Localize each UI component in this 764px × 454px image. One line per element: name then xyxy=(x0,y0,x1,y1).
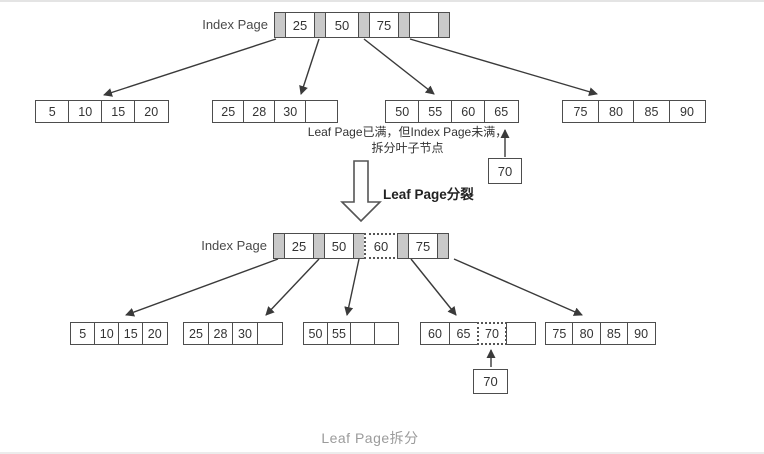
arrow-top-index-to-leaf2 xyxy=(299,38,320,95)
leaf-key-cell: 65 xyxy=(448,322,479,345)
leaf-key-cell: 55 xyxy=(326,322,352,345)
arrow-top-index-to-leaf3 xyxy=(363,38,435,95)
leaf-key-cell: 5 xyxy=(70,322,96,345)
pointer-slot xyxy=(437,233,449,259)
bottom-leaf-page-4: 60 65 70 xyxy=(420,322,536,345)
arrow-bottom-index-to-leaf1 xyxy=(125,258,279,317)
top-index-page-row: 25 50 75 xyxy=(274,12,450,38)
leaf-key-cell: 90 xyxy=(668,100,706,123)
leaf-key-cell: 55 xyxy=(418,100,453,123)
bottom-index-page-label: Index Page xyxy=(201,238,267,253)
leaf-key-cell-empty xyxy=(505,322,536,345)
index-key-cell: 25 xyxy=(283,233,315,259)
top-divider xyxy=(0,0,764,2)
top-leaf-page-4: 75 80 85 90 xyxy=(562,100,706,123)
leaf-key-cell: 50 xyxy=(303,322,328,345)
arrow-bottom-index-to-leaf3 xyxy=(344,258,360,316)
leaf-key-cell: 5 xyxy=(35,100,70,123)
arrow-bottom-index-to-leaf5 xyxy=(453,258,583,316)
leaf-key-cell: 85 xyxy=(633,100,670,123)
bottom-divider xyxy=(0,452,764,454)
leaf-key-cell: 75 xyxy=(562,100,599,123)
leaf-key-cell: 60 xyxy=(420,322,450,345)
leaf-key-cell-empty xyxy=(373,322,399,345)
bottom-leaf-page-2: 25 28 30 xyxy=(183,322,283,345)
index-key-cell: 25 xyxy=(284,12,316,38)
index-key-cell: 75 xyxy=(368,12,400,38)
leaf-key-cell: 10 xyxy=(94,322,120,345)
leaf-key-cell: 75 xyxy=(545,322,574,345)
leaf-key-cell-new: 70 xyxy=(477,322,507,345)
leaf-key-cell: 30 xyxy=(274,100,307,123)
leaf-key-cell: 80 xyxy=(572,322,601,345)
top-leaf-page-2: 25 28 30 xyxy=(212,100,338,123)
bottom-index-page-row: 25 50 60 75 xyxy=(273,233,449,259)
top-index-page-label: Index Page xyxy=(202,17,268,32)
leaf-key-cell: 28 xyxy=(207,322,234,345)
split-note-line2: 拆分叶子节点 xyxy=(371,141,444,155)
leaf-key-cell: 60 xyxy=(451,100,486,123)
leaf-key-cell: 30 xyxy=(232,322,258,345)
leaf-key-cell: 28 xyxy=(243,100,276,123)
leaf-key-cell-empty xyxy=(305,100,338,123)
bottom-leaf-page-1: 5 10 15 20 xyxy=(70,322,168,345)
leaf-key-cell: 25 xyxy=(212,100,245,123)
index-key-cell: 50 xyxy=(324,12,360,38)
leaf-key-cell: 80 xyxy=(597,100,635,123)
figure-caption: Leaf Page拆分 xyxy=(321,430,419,446)
arrow-top-index-to-leaf4 xyxy=(409,38,598,97)
leaf-key-cell: 20 xyxy=(134,100,169,123)
leaf-key-cell: 25 xyxy=(183,322,209,345)
bottom-insert-value-box: 70 xyxy=(473,369,508,394)
split-note-line1: Leaf Page已满，但Index Page未满， xyxy=(307,125,508,139)
leaf-key-cell: 10 xyxy=(68,100,103,123)
split-transition-arrow xyxy=(340,160,382,223)
transition-label: Leaf Page分裂 xyxy=(383,187,474,202)
index-key-cell-new: 60 xyxy=(363,233,399,259)
index-key-cell: 50 xyxy=(323,233,355,259)
top-leaf-page-1: 5 10 15 20 xyxy=(35,100,169,123)
pointer-slot xyxy=(438,12,450,38)
bottom-leaf-page-3: 50 55 xyxy=(303,322,399,345)
arrow-bottom-index-to-leaf4 xyxy=(410,258,457,316)
arrow-bottom-index-to-leaf2 xyxy=(265,258,320,316)
top-leaf-page-3: 50 55 60 65 xyxy=(385,100,519,123)
leaf-key-cell-empty xyxy=(350,322,375,345)
leaf-key-cell: 20 xyxy=(142,322,168,345)
leaf-key-cell: 90 xyxy=(626,322,656,345)
leaf-key-cell: 15 xyxy=(101,100,136,123)
index-key-cell-empty xyxy=(408,12,440,38)
leaf-key-cell: 65 xyxy=(484,100,519,123)
top-insert-value-box: 70 xyxy=(488,158,522,184)
leaf-key-cell-empty xyxy=(256,322,283,345)
arrow-top-index-to-leaf1 xyxy=(103,38,277,97)
index-key-cell: 75 xyxy=(407,233,439,259)
bottom-leaf-page-5: 75 80 85 90 xyxy=(545,322,656,345)
leaf-key-cell: 15 xyxy=(118,322,144,345)
leaf-key-cell: 50 xyxy=(385,100,420,123)
leaf-key-cell: 85 xyxy=(599,322,629,345)
